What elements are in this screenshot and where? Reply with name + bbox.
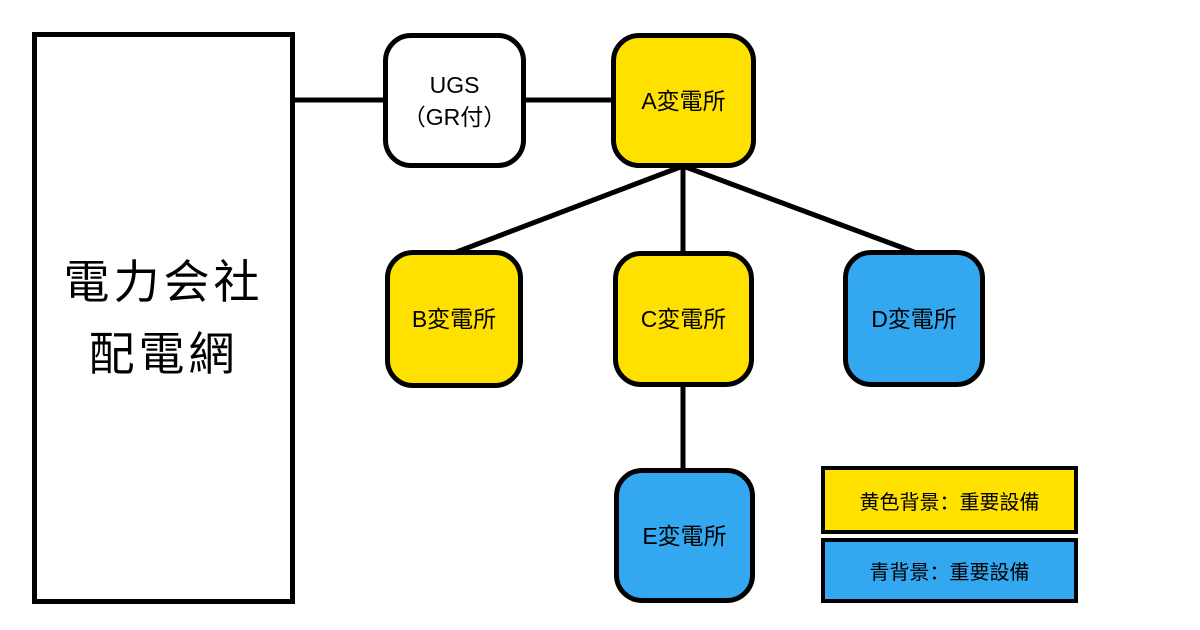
legend-yellow-row: 黄色背景：重要設備 bbox=[821, 466, 1078, 534]
node-substation-e-label: E変電所 bbox=[642, 522, 727, 549]
power-company-grid-label-line1: 電力会社 bbox=[63, 256, 264, 308]
node-substation-a: A変電所 bbox=[611, 33, 756, 168]
node-substation-b-label: B変電所 bbox=[411, 306, 497, 332]
node-ugs-label-line1: UGS bbox=[429, 71, 480, 98]
power-company-grid-box: 電力会社 配電網 bbox=[32, 32, 295, 604]
node-substation-d: D変電所 bbox=[843, 250, 985, 387]
node-substation-b: B変電所 bbox=[385, 250, 523, 388]
node-ugs-label-line2: （GR付） bbox=[402, 103, 507, 130]
node-substation-c-label: C変電所 bbox=[640, 306, 727, 332]
edge-a-b bbox=[453, 163, 684, 256]
legend-blue-label: 青背景：重要設備 bbox=[869, 562, 1030, 584]
node-substation-c: C変電所 bbox=[613, 251, 754, 387]
legend-yellow-label: 黄色背景：重要設備 bbox=[859, 491, 1040, 514]
power-company-grid-label-line2: 配電網 bbox=[88, 328, 239, 380]
node-ugs: UGS （GR付） bbox=[383, 33, 526, 168]
node-substation-a-label: A変電所 bbox=[641, 87, 726, 114]
legend-blue-row: 青背景：重要設備 bbox=[821, 538, 1078, 603]
node-substation-d-label: D変電所 bbox=[871, 305, 957, 332]
edge-a-d bbox=[682, 163, 915, 255]
node-substation-e: E変電所 bbox=[614, 468, 755, 603]
